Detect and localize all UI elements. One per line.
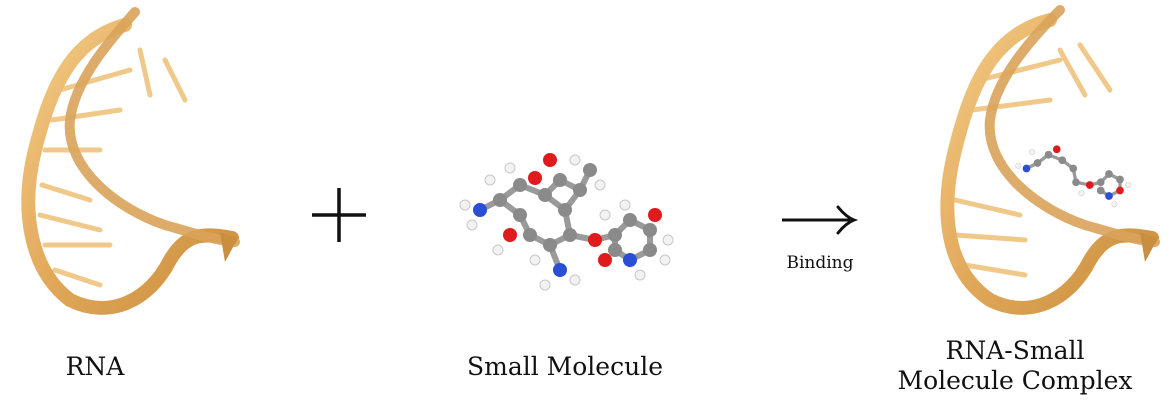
rna-structure-image (0, 0, 250, 330)
rna-molecule-complex-icon (940, 5, 1160, 315)
right-arrow-icon (782, 205, 859, 235)
rna-double-helix-icon (21, 7, 240, 315)
small-molecule-label: Small Molecule (466, 352, 663, 381)
plus-icon (300, 180, 380, 260)
rna-complex-image (910, 0, 1170, 330)
ball-and-stick-molecule-icon (459, 153, 674, 291)
complex-label: RNA-Small Molecule Complex (880, 336, 1150, 396)
binding-arrow: Binding (770, 195, 870, 285)
complex-label-line1: RNA-Small (945, 336, 1085, 365)
small-molecule-image (450, 140, 690, 300)
complex-label-line2: Molecule Complex (897, 366, 1133, 395)
binding-label: Binding (786, 253, 854, 273)
rna-label: RNA (65, 352, 125, 381)
